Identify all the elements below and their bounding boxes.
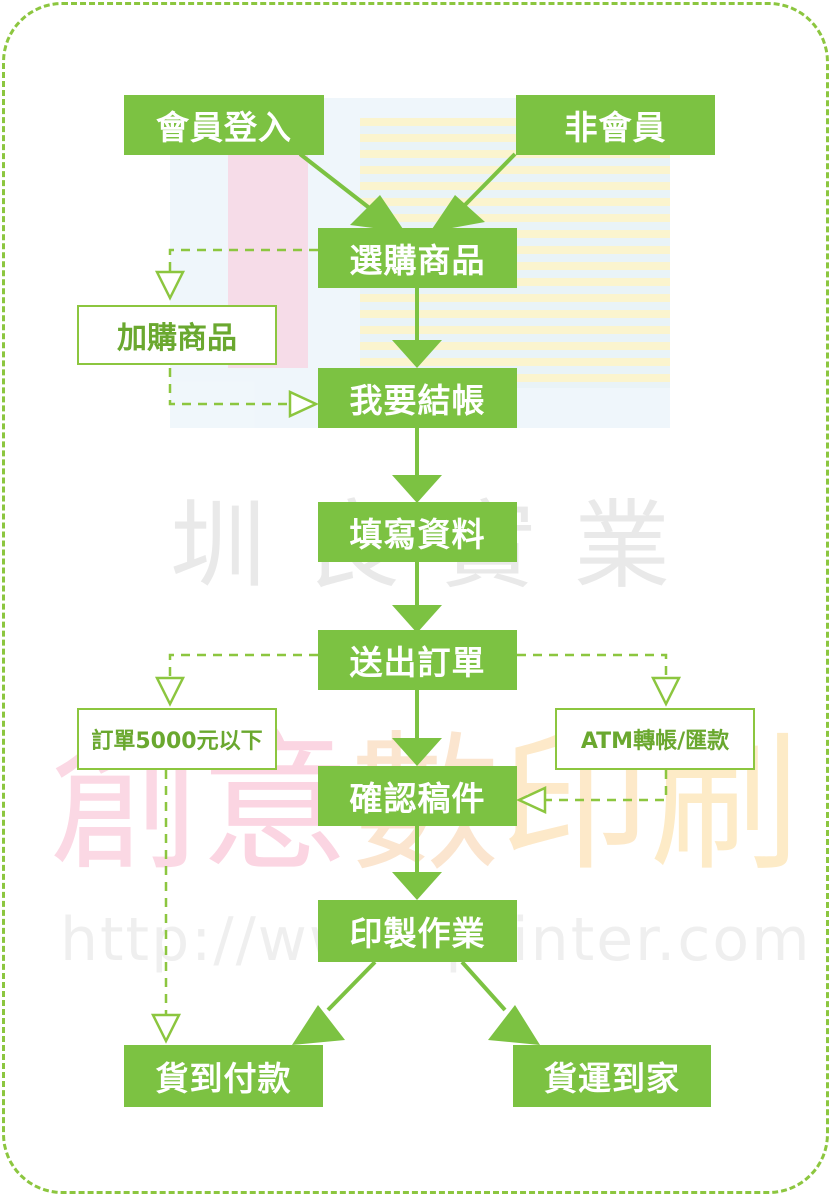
watermark-logo-char: 圳 <box>170 490 266 602</box>
dash-submit-to-atm <box>517 653 668 678</box>
fill-info-node: 填寫資料 <box>318 502 517 562</box>
dash-atm-to-confirm <box>545 770 668 802</box>
member-login-node: 會員登入 <box>124 95 324 155</box>
cash-on-delivery-node: 貨到付款 <box>124 1045 323 1107</box>
atm-transfer-node: ATM轉帳/匯款 <box>555 708 755 770</box>
dash-add-to-checkout <box>168 368 290 406</box>
checkout-node: 我要結帳 <box>318 368 517 428</box>
arrow-nonmember-to-select <box>458 152 517 212</box>
dash-select-to-add <box>168 248 318 272</box>
arrow-print-to-cod <box>326 960 377 1012</box>
confirm-draft-node: 確認稿件 <box>318 766 517 826</box>
non-member-node: 非會員 <box>516 95 715 155</box>
arrow-print-to-delivery <box>460 960 507 1012</box>
printing-node: 印製作業 <box>318 900 517 962</box>
submit-order-node: 送出訂單 <box>318 630 517 690</box>
add-products-node: 加購商品 <box>77 305 277 365</box>
select-products-node: 選購商品 <box>318 228 517 288</box>
watermark-logo-char: 業 <box>573 490 670 602</box>
home-delivery-node: 貨運到家 <box>513 1045 711 1107</box>
dash-submit-to-under5000 <box>168 653 318 678</box>
under-5000-node: 訂單5000元以下 <box>77 708 277 770</box>
arrow-login-to-select <box>298 152 374 212</box>
